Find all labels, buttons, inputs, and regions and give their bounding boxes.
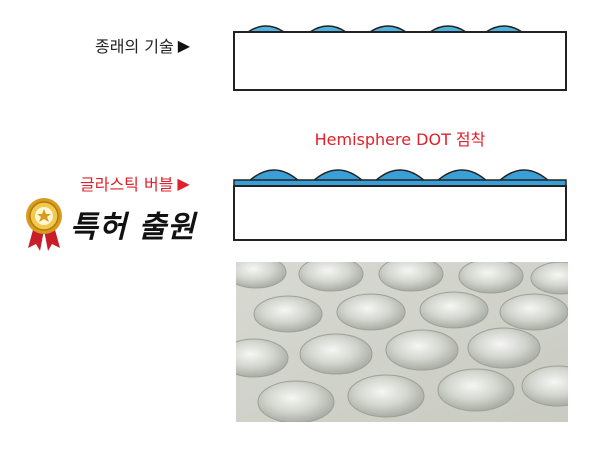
photo-domes [236,262,568,422]
prior-art-substrate-box [233,31,567,91]
plastic-bubble-diagram [233,169,567,241]
hemisphere-caption-text: Hemisphere DOT 점착 [314,130,486,149]
patent-text: 특허 출원 [70,210,196,245]
plastic-bubble-label: 글라스틱 버블 [80,175,174,194]
dome-dots-photo [236,262,568,422]
hemisphere-caption: Hemisphere DOT 점착 [230,126,570,150]
plastic-bubble-substrate-box [233,185,567,241]
prior-art-diagram [233,25,567,91]
hemisphere-dots [246,169,552,183]
plastic-bubble-label-group: 글라스틱 버블 ▶ [80,172,190,195]
prior-art-label-group: 종래의 기술 ▶ [95,34,190,57]
patent-badge: 특허 출원 [22,196,196,252]
plastic-bubble-arrow-icon: ▶ [177,173,190,193]
prior-art-label: 종래의 기술 [95,37,174,56]
award-medal-icon [26,198,62,251]
prior-art-arrow-icon: ▶ [177,35,190,55]
